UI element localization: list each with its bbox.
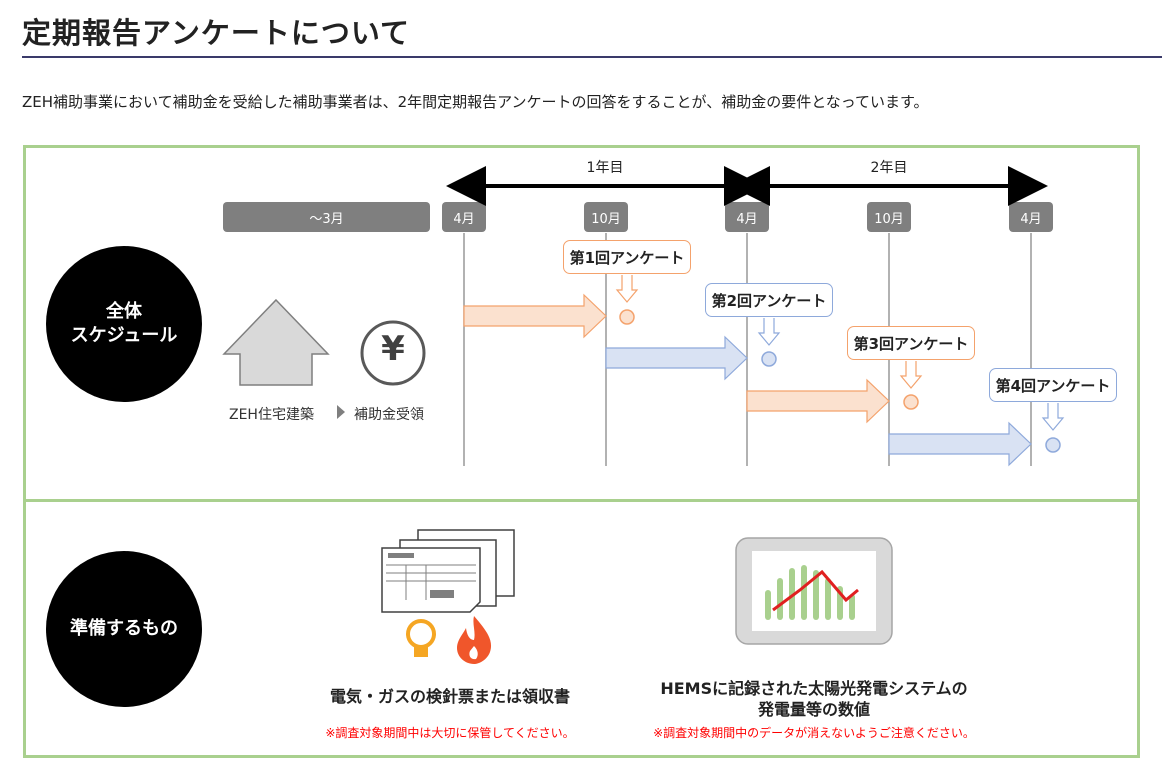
survey-1-dot xyxy=(619,309,635,325)
yen-symbol: ¥ xyxy=(381,329,405,369)
section-divider xyxy=(23,499,1137,502)
survey-2-dot xyxy=(761,351,777,367)
gas-flame-icon xyxy=(457,616,492,664)
month-pill-5: 4月 xyxy=(1009,202,1053,232)
survey-3-pointer xyxy=(899,361,923,389)
month-pill-4: 10月 xyxy=(867,202,911,232)
yen-coin-icon xyxy=(360,320,426,386)
hems-monitor-icon xyxy=(735,537,893,645)
item-bills-note: ※調査対象期間中は大切に保管してください。 xyxy=(325,726,575,740)
survey-2-callout: 第2回アンケート xyxy=(705,283,833,317)
survey-4-callout: 第4回アンケート xyxy=(989,368,1117,402)
survey-3-callout: 第3回アンケート xyxy=(847,326,975,360)
month-pill-1: 4月 xyxy=(442,202,486,232)
period-arrow-1 xyxy=(463,293,607,339)
intro-text: ZEH補助事業において補助金を受給した補助事業者は、2年間定期報告アンケートの回… xyxy=(22,93,929,111)
survey-2-pointer xyxy=(757,318,781,346)
survey-1-callout: 第1回アンケート xyxy=(563,240,691,274)
survey-1-pointer xyxy=(615,275,639,303)
month-pill-3: 4月 xyxy=(725,202,769,232)
survey-4-dot xyxy=(1045,437,1061,453)
bill-documents-icon xyxy=(381,529,515,613)
content-frame xyxy=(23,145,1140,758)
month-pill-2: 10月 xyxy=(584,202,628,232)
item-hems-title: HEMSに記録された太陽光発電システムの 発電量等の数値 xyxy=(660,679,968,719)
period-arrow-2 xyxy=(605,335,748,381)
survey-3-dot xyxy=(903,394,919,410)
schedule-section-label: 全体 スケジュール xyxy=(46,246,202,402)
step-arrow-icon xyxy=(337,405,345,419)
survey-4-pointer xyxy=(1041,403,1065,431)
item-hems-note: ※調査対象期間中のデータが消えないようご注意ください。 xyxy=(653,726,975,740)
item-bills-title: 電気・ガスの検針票または領収書 xyxy=(329,687,570,706)
title-rule xyxy=(22,56,1162,58)
pre-period-pill: ～3月 xyxy=(223,202,430,232)
step-zeh-construction: ZEH住宅建築 xyxy=(229,407,314,423)
period-arrow-4 xyxy=(888,421,1032,467)
light-bulb-icon xyxy=(406,619,436,657)
page-title: 定期報告アンケートについて xyxy=(22,16,410,50)
prepare-section-label: 準備するもの xyxy=(46,551,202,707)
house-icon xyxy=(222,298,330,386)
period-arrow-3 xyxy=(746,378,890,424)
step-subsidy-receipt: 補助金受領 xyxy=(354,407,424,423)
